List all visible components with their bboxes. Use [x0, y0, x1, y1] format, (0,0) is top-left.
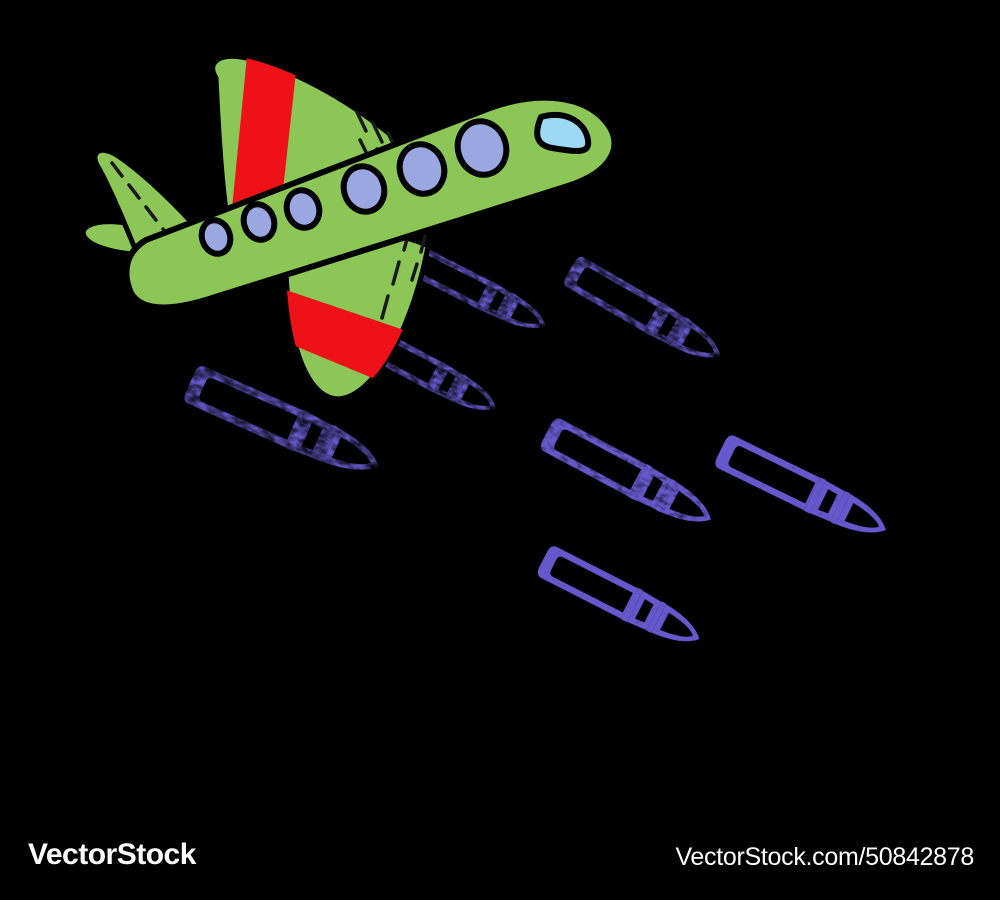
window-1: [198, 217, 234, 257]
window-6: [454, 118, 510, 178]
window-4: [340, 163, 388, 215]
window-5: [396, 141, 448, 197]
window-2: [240, 201, 278, 243]
vectorstock-url: VectorStock.com/50842878: [675, 843, 974, 871]
far-wing-red-stripe: [285, 289, 404, 382]
passenger-windows: [198, 118, 510, 257]
cockpit-window: [534, 112, 592, 154]
airplane: [80, 53, 618, 402]
vectorstock-brand: VectorStock: [28, 838, 196, 871]
window-3: [283, 187, 323, 231]
airplane-fuselage: [123, 94, 618, 311]
